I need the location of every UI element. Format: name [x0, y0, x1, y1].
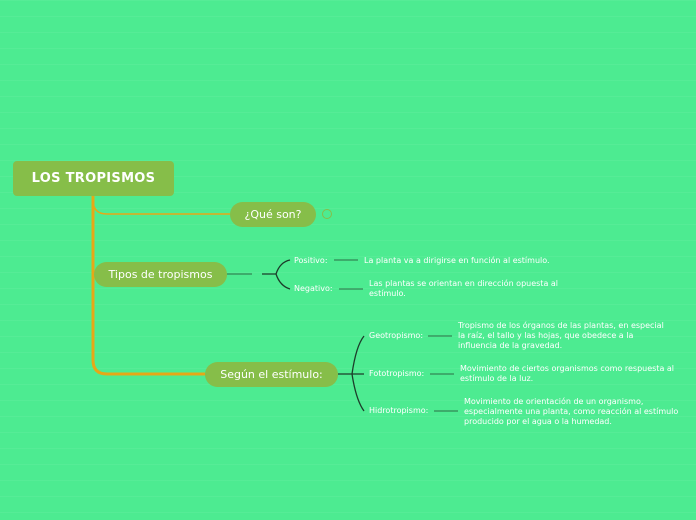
trunk-to-que-son [92, 199, 230, 215]
subtopic-positivo-description[interactable]: La planta va a dirigirse en función al e… [364, 256, 550, 265]
segun-bracket [338, 335, 365, 412]
subtopic-fototropismo-description[interactable]: Movimiento de ciertos organismos como re… [460, 364, 675, 383]
subtopic-negativo[interactable]: Negativo: [294, 284, 333, 293]
root-topic[interactable]: LOS TROPISMOS [13, 161, 174, 196]
tipos-bracket [262, 259, 291, 290]
subtopic-positivo[interactable]: Positivo: [294, 256, 328, 265]
subtopic-hidrotropismo[interactable]: Hidrotropismo: [369, 406, 429, 415]
subtopic-negativo-description[interactable]: Las plantas se orientan en dirección opu… [369, 279, 559, 298]
trunk-line [91, 196, 205, 376]
topic-que-son[interactable]: ¿Qué son? [230, 202, 316, 227]
topic-tipos-de-tropismos[interactable]: Tipos de tropismos [94, 262, 227, 287]
subtopic-hidrotropismo-description[interactable]: Movimiento de orientación de un organism… [464, 397, 679, 426]
expand-collapse-icon[interactable] [322, 209, 332, 219]
topic-segun-label: Según el estímulo: [220, 368, 323, 381]
subtopic-fototropismo[interactable]: Fototropismo: [369, 369, 425, 378]
topic-tipos-label: Tipos de tropismos [108, 268, 213, 281]
subtopic-geotropismo-description[interactable]: Tropismo de los órganos de las plantas, … [458, 321, 664, 350]
topic-que-son-label: ¿Qué son? [244, 208, 302, 221]
topic-segun-el-estimulo[interactable]: Según el estímulo: [205, 362, 338, 387]
root-topic-label: LOS TROPISMOS [31, 171, 156, 186]
subtopic-geotropismo[interactable]: Geotropismo: [369, 331, 424, 340]
